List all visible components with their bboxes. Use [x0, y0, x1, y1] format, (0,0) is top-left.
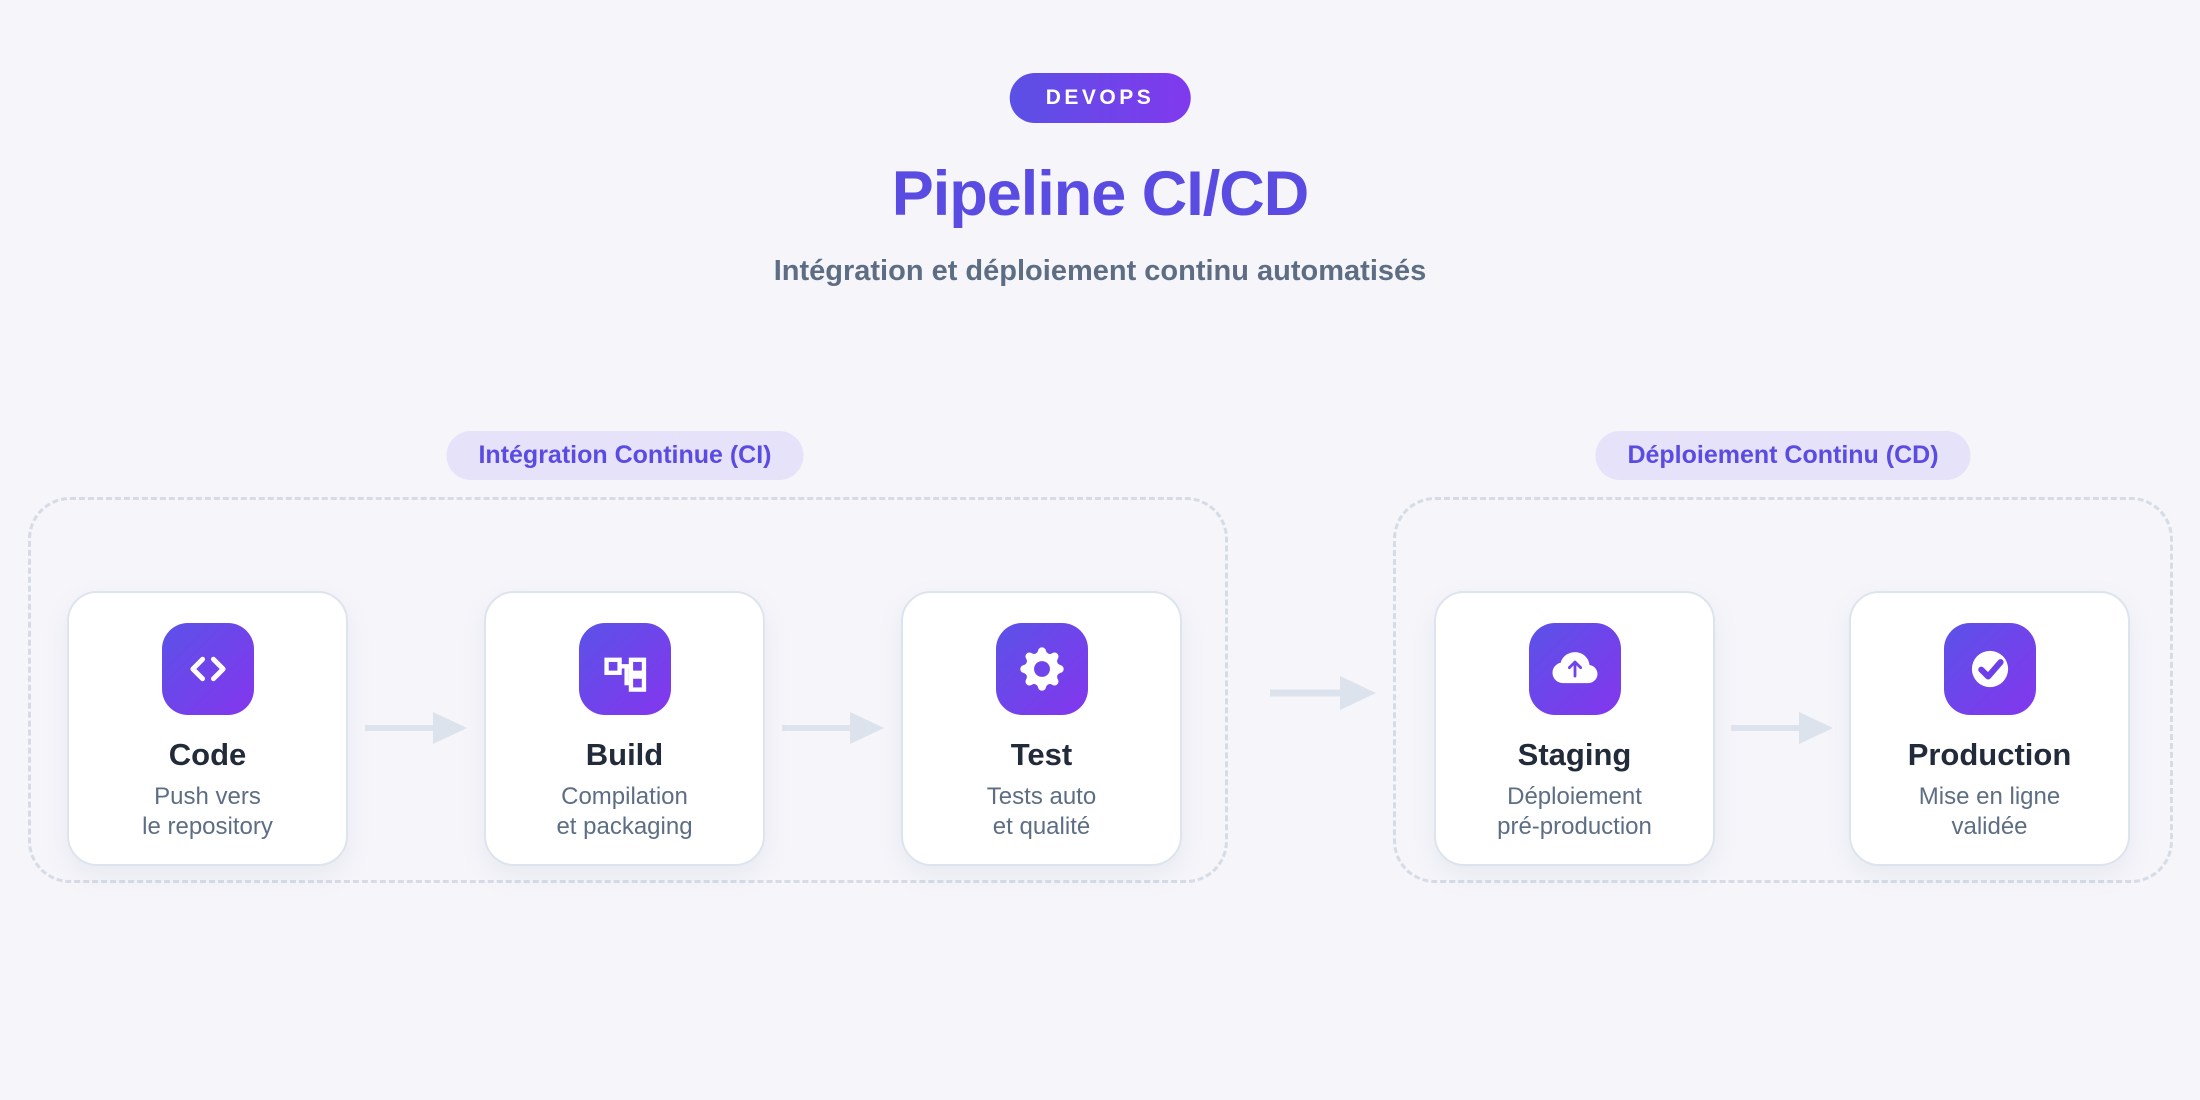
step-subtitle-line: le repository — [142, 813, 273, 840]
arrow-build-to-test-icon — [782, 712, 884, 744]
code-icon — [161, 623, 254, 715]
cd-group-box — [1393, 497, 2173, 883]
step-subtitle-line: pré-production — [1497, 813, 1652, 840]
step-subtitle-line: et packaging — [556, 813, 693, 840]
step-card-staging: Staging Déploiement pré-production — [1434, 591, 1715, 866]
gear-icon — [995, 623, 1088, 715]
step-subtitle: Tests auto et qualité — [903, 782, 1180, 842]
step-subtitle-line: Déploiement — [1507, 783, 1642, 810]
step-subtitle: Push vers le repository — [69, 782, 346, 842]
step-title: Production — [1907, 737, 2072, 772]
step-subtitle-line: et qualité — [992, 813, 1091, 840]
step-title: Code — [168, 737, 247, 772]
step-subtitle-line: Compilation — [561, 783, 688, 810]
step-card-test: Test Tests auto et qualité — [901, 591, 1182, 866]
page-title: Pipeline CI/CD — [891, 159, 1310, 229]
arrow-staging-to-production-icon — [1731, 712, 1833, 744]
step-title: Build — [585, 737, 664, 772]
arrow-ci-to-cd-icon — [1270, 676, 1376, 710]
cloud-upload-icon — [1528, 623, 1621, 715]
step-subtitle: Mise en ligne validée — [1851, 782, 2128, 842]
ci-group-box — [28, 497, 1228, 883]
step-subtitle-line: validée — [1951, 813, 2028, 840]
check-circle-icon — [1943, 623, 2036, 715]
arrow-code-to-build-icon — [365, 712, 467, 744]
devops-badge: DEVOPS — [1009, 73, 1191, 123]
step-subtitle-line: Mise en ligne — [1918, 783, 2061, 810]
ci-group-label: Intégration Continue (CI) — [446, 431, 804, 480]
cd-group-label: Déploiement Continu (CD) — [1595, 431, 1971, 480]
step-subtitle-line: Push vers — [154, 783, 261, 810]
workflow-icon — [578, 623, 671, 715]
step-card-build: Build Compilation et packaging — [484, 591, 765, 866]
step-title: Test — [1010, 737, 1073, 772]
page-subtitle: Intégration et déploiement continu autom… — [773, 255, 1427, 287]
step-subtitle-line: Tests auto — [986, 783, 1097, 810]
step-title: Staging — [1517, 737, 1632, 772]
step-card-production: Production Mise en ligne validée — [1849, 591, 2130, 866]
step-subtitle: Compilation et packaging — [486, 782, 763, 842]
step-card-code: Code Push vers le repository — [67, 591, 348, 866]
step-subtitle: Déploiement pré-production — [1436, 782, 1713, 842]
